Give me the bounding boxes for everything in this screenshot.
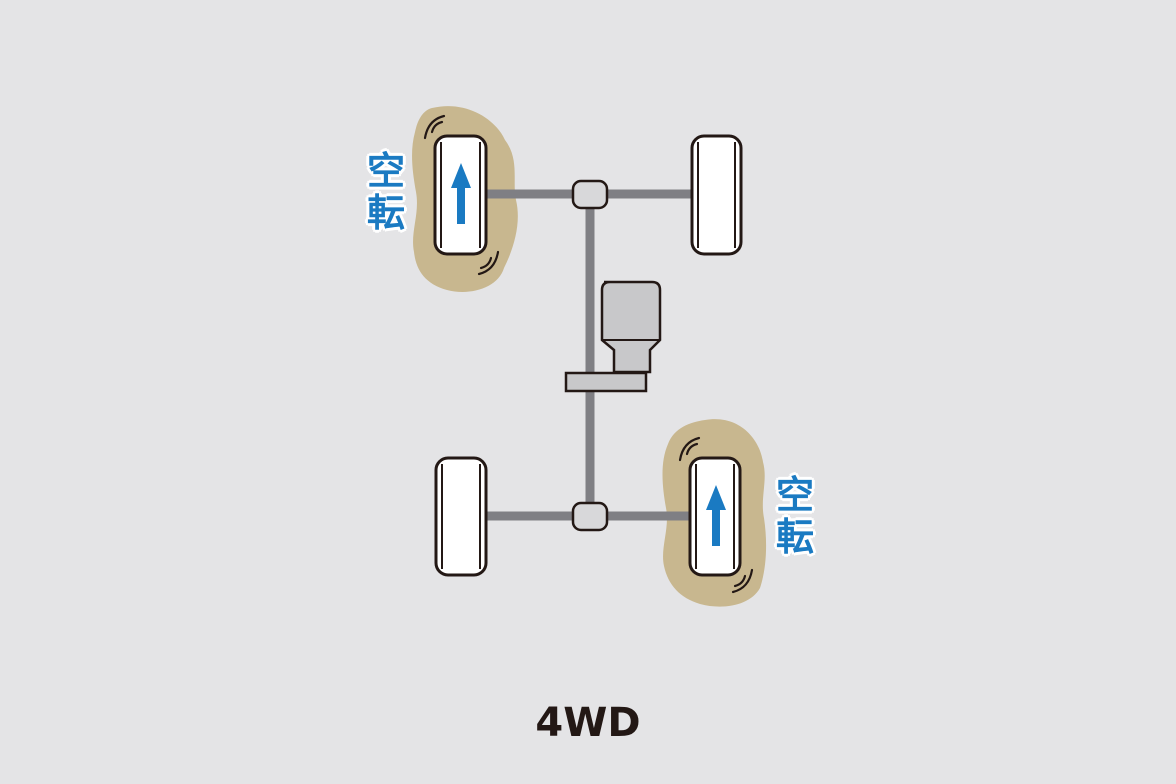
spin-label-char1: 空 bbox=[366, 149, 405, 193]
transmission-plate bbox=[564, 371, 648, 393]
arrow-up-icon bbox=[451, 163, 471, 224]
spin-label-char2: 転 bbox=[366, 191, 405, 235]
spin-label-char2: 転 bbox=[775, 515, 814, 559]
spin-motion-marks bbox=[423, 114, 754, 594]
spin-label-rear-right: 空 転 bbox=[770, 474, 820, 558]
front-differential bbox=[571, 179, 609, 210]
arrow-up-icon bbox=[706, 485, 726, 546]
tire-front-right bbox=[690, 134, 743, 256]
rear-differential bbox=[571, 501, 609, 532]
diagram-title: 4WD bbox=[535, 700, 641, 746]
spin-label-char1: 空 bbox=[775, 473, 814, 517]
spin-label-front-left: 空 転 bbox=[361, 150, 411, 234]
engine-block bbox=[600, 280, 662, 374]
tire-rear-left bbox=[434, 456, 488, 577]
